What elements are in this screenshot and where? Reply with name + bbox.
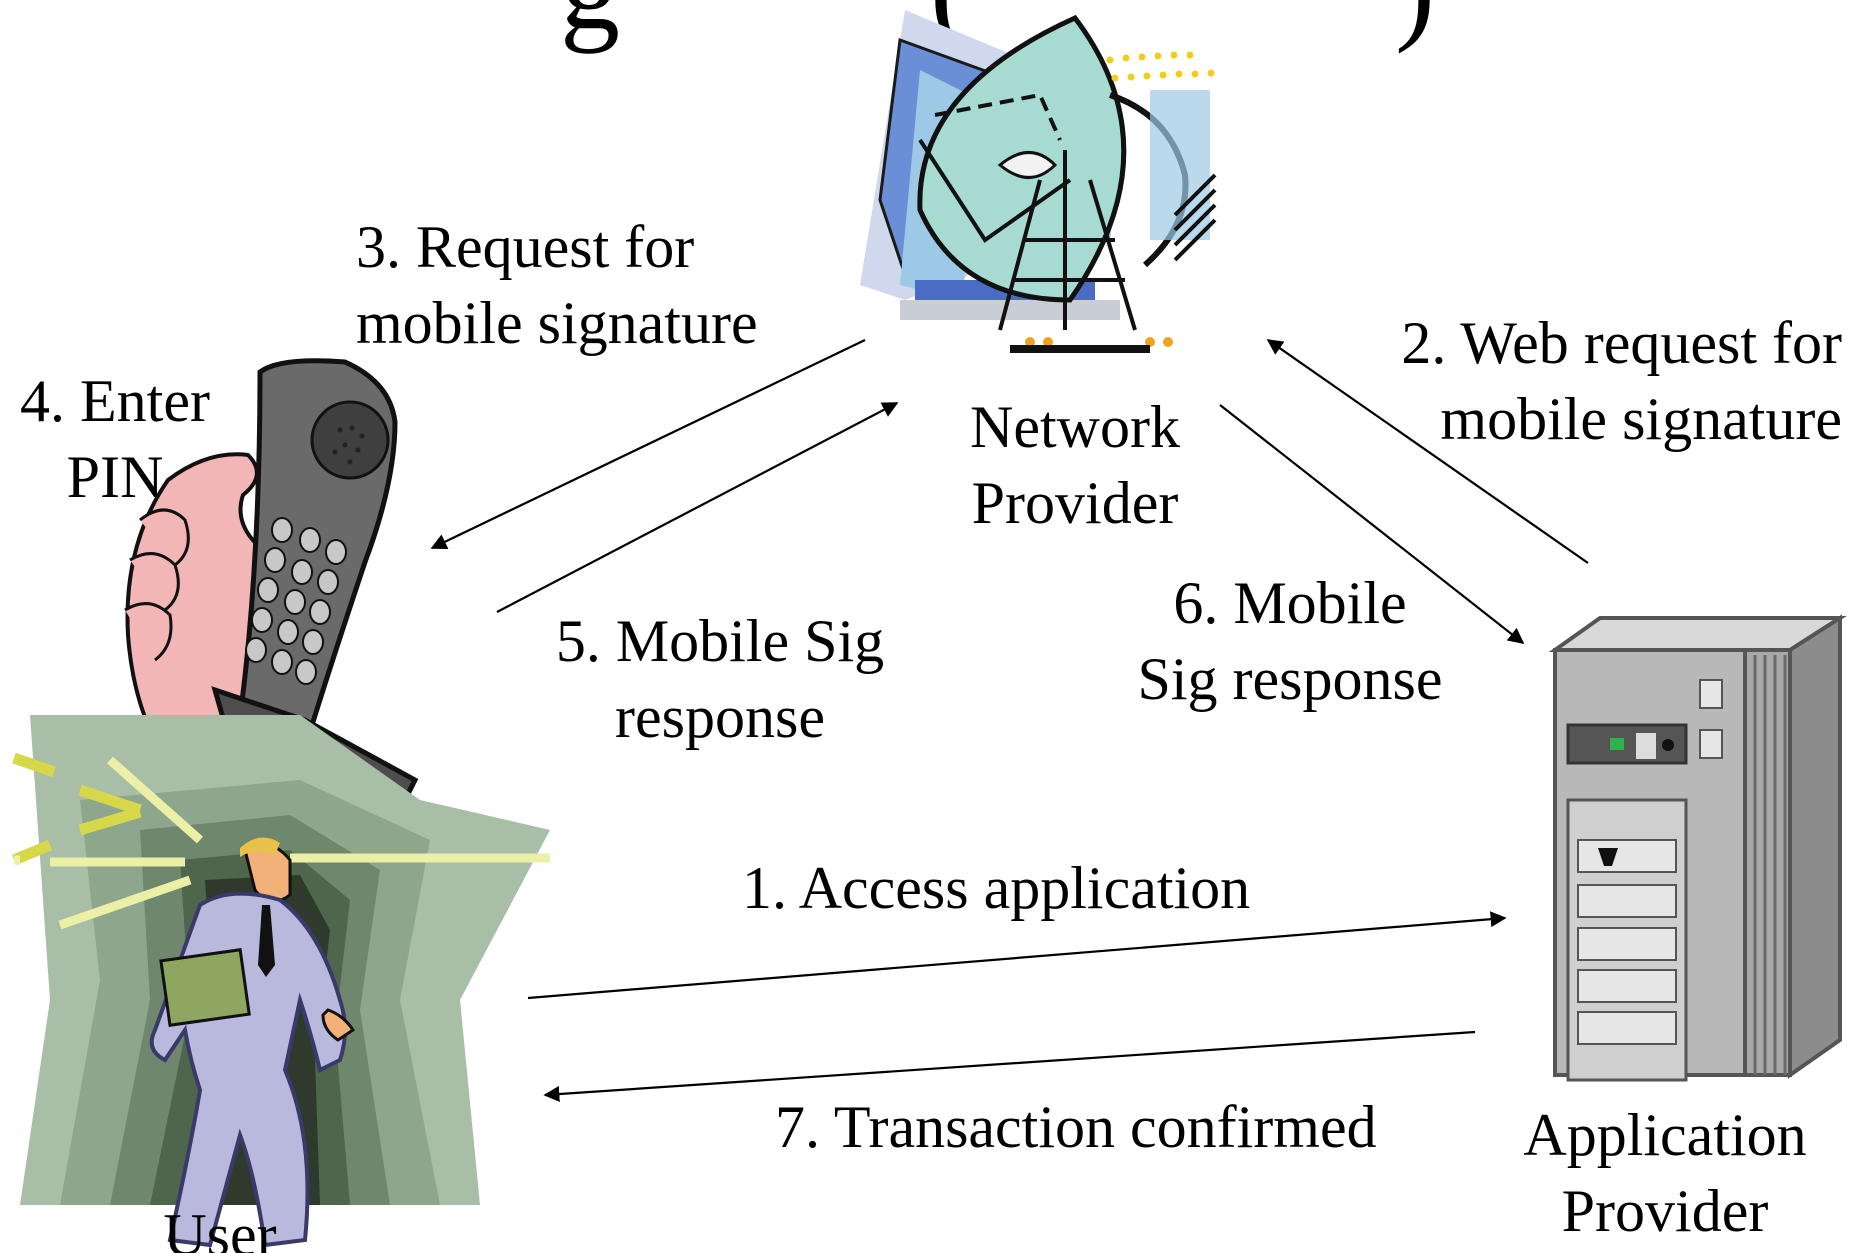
- network-provider-label-line1: Network: [970, 394, 1180, 460]
- application-provider-label: Application Provider: [1505, 1098, 1825, 1249]
- step-3-label-line2: mobile signature: [356, 289, 758, 356]
- step-5-label: 5. Mobile Sig response: [520, 604, 920, 755]
- step-2-label: 2. Web request for mobile signature: [1330, 306, 1842, 457]
- network-provider-label: Network Provider: [960, 390, 1190, 541]
- step-5-label-line1: 5. Mobile Sig: [555, 608, 885, 674]
- step-1-label: 1. Access application: [742, 855, 1251, 921]
- step-3-label-line1: 3. Request for: [356, 214, 695, 280]
- step-2-label-line1: 2. Web request for: [1401, 310, 1842, 376]
- arrow-step-2: [1266, 339, 1589, 564]
- network-provider-label-line2: Provider: [971, 469, 1179, 536]
- arrow-step-6: [1219, 404, 1525, 644]
- mobile-phone-icon: [124, 358, 419, 803]
- step-7-label: 7. Transaction confirmed: [775, 1094, 1377, 1160]
- running-businessman-icon: [11, 715, 550, 1248]
- title-fragment-g: g: [560, 0, 620, 48]
- step-6-label-line1: 6. Mobile: [1173, 570, 1407, 636]
- step-5-label-line2: response: [615, 683, 825, 750]
- arrow-step-7: [543, 1030, 1476, 1103]
- user-label: User: [163, 1202, 277, 1253]
- step-2-label-line2: mobile signature: [1440, 385, 1842, 452]
- step-6-label-line2: Sig response: [1137, 645, 1443, 712]
- title-fragment-close-paren: ): [1395, 0, 1435, 48]
- step-4-label: 4. Enter PIN: [0, 364, 230, 515]
- application-provider-label-line2: Provider: [1561, 1177, 1769, 1244]
- step-4-label-line2: PIN: [66, 443, 164, 510]
- arrow-step-1: [527, 911, 1507, 1000]
- application-provider-label-line1: Application: [1523, 1102, 1807, 1168]
- step-6-label: 6. Mobile Sig response: [1110, 566, 1470, 717]
- arrow-step-3: [430, 339, 866, 549]
- satellite-dish-icon: [860, 10, 1217, 353]
- step-4-label-line1: 4. Enter: [20, 368, 210, 434]
- step-3-label: 3. Request for mobile signature: [356, 210, 758, 361]
- server-tower-icon: [1548, 614, 1847, 1082]
- arrow-step-5: [496, 402, 899, 613]
